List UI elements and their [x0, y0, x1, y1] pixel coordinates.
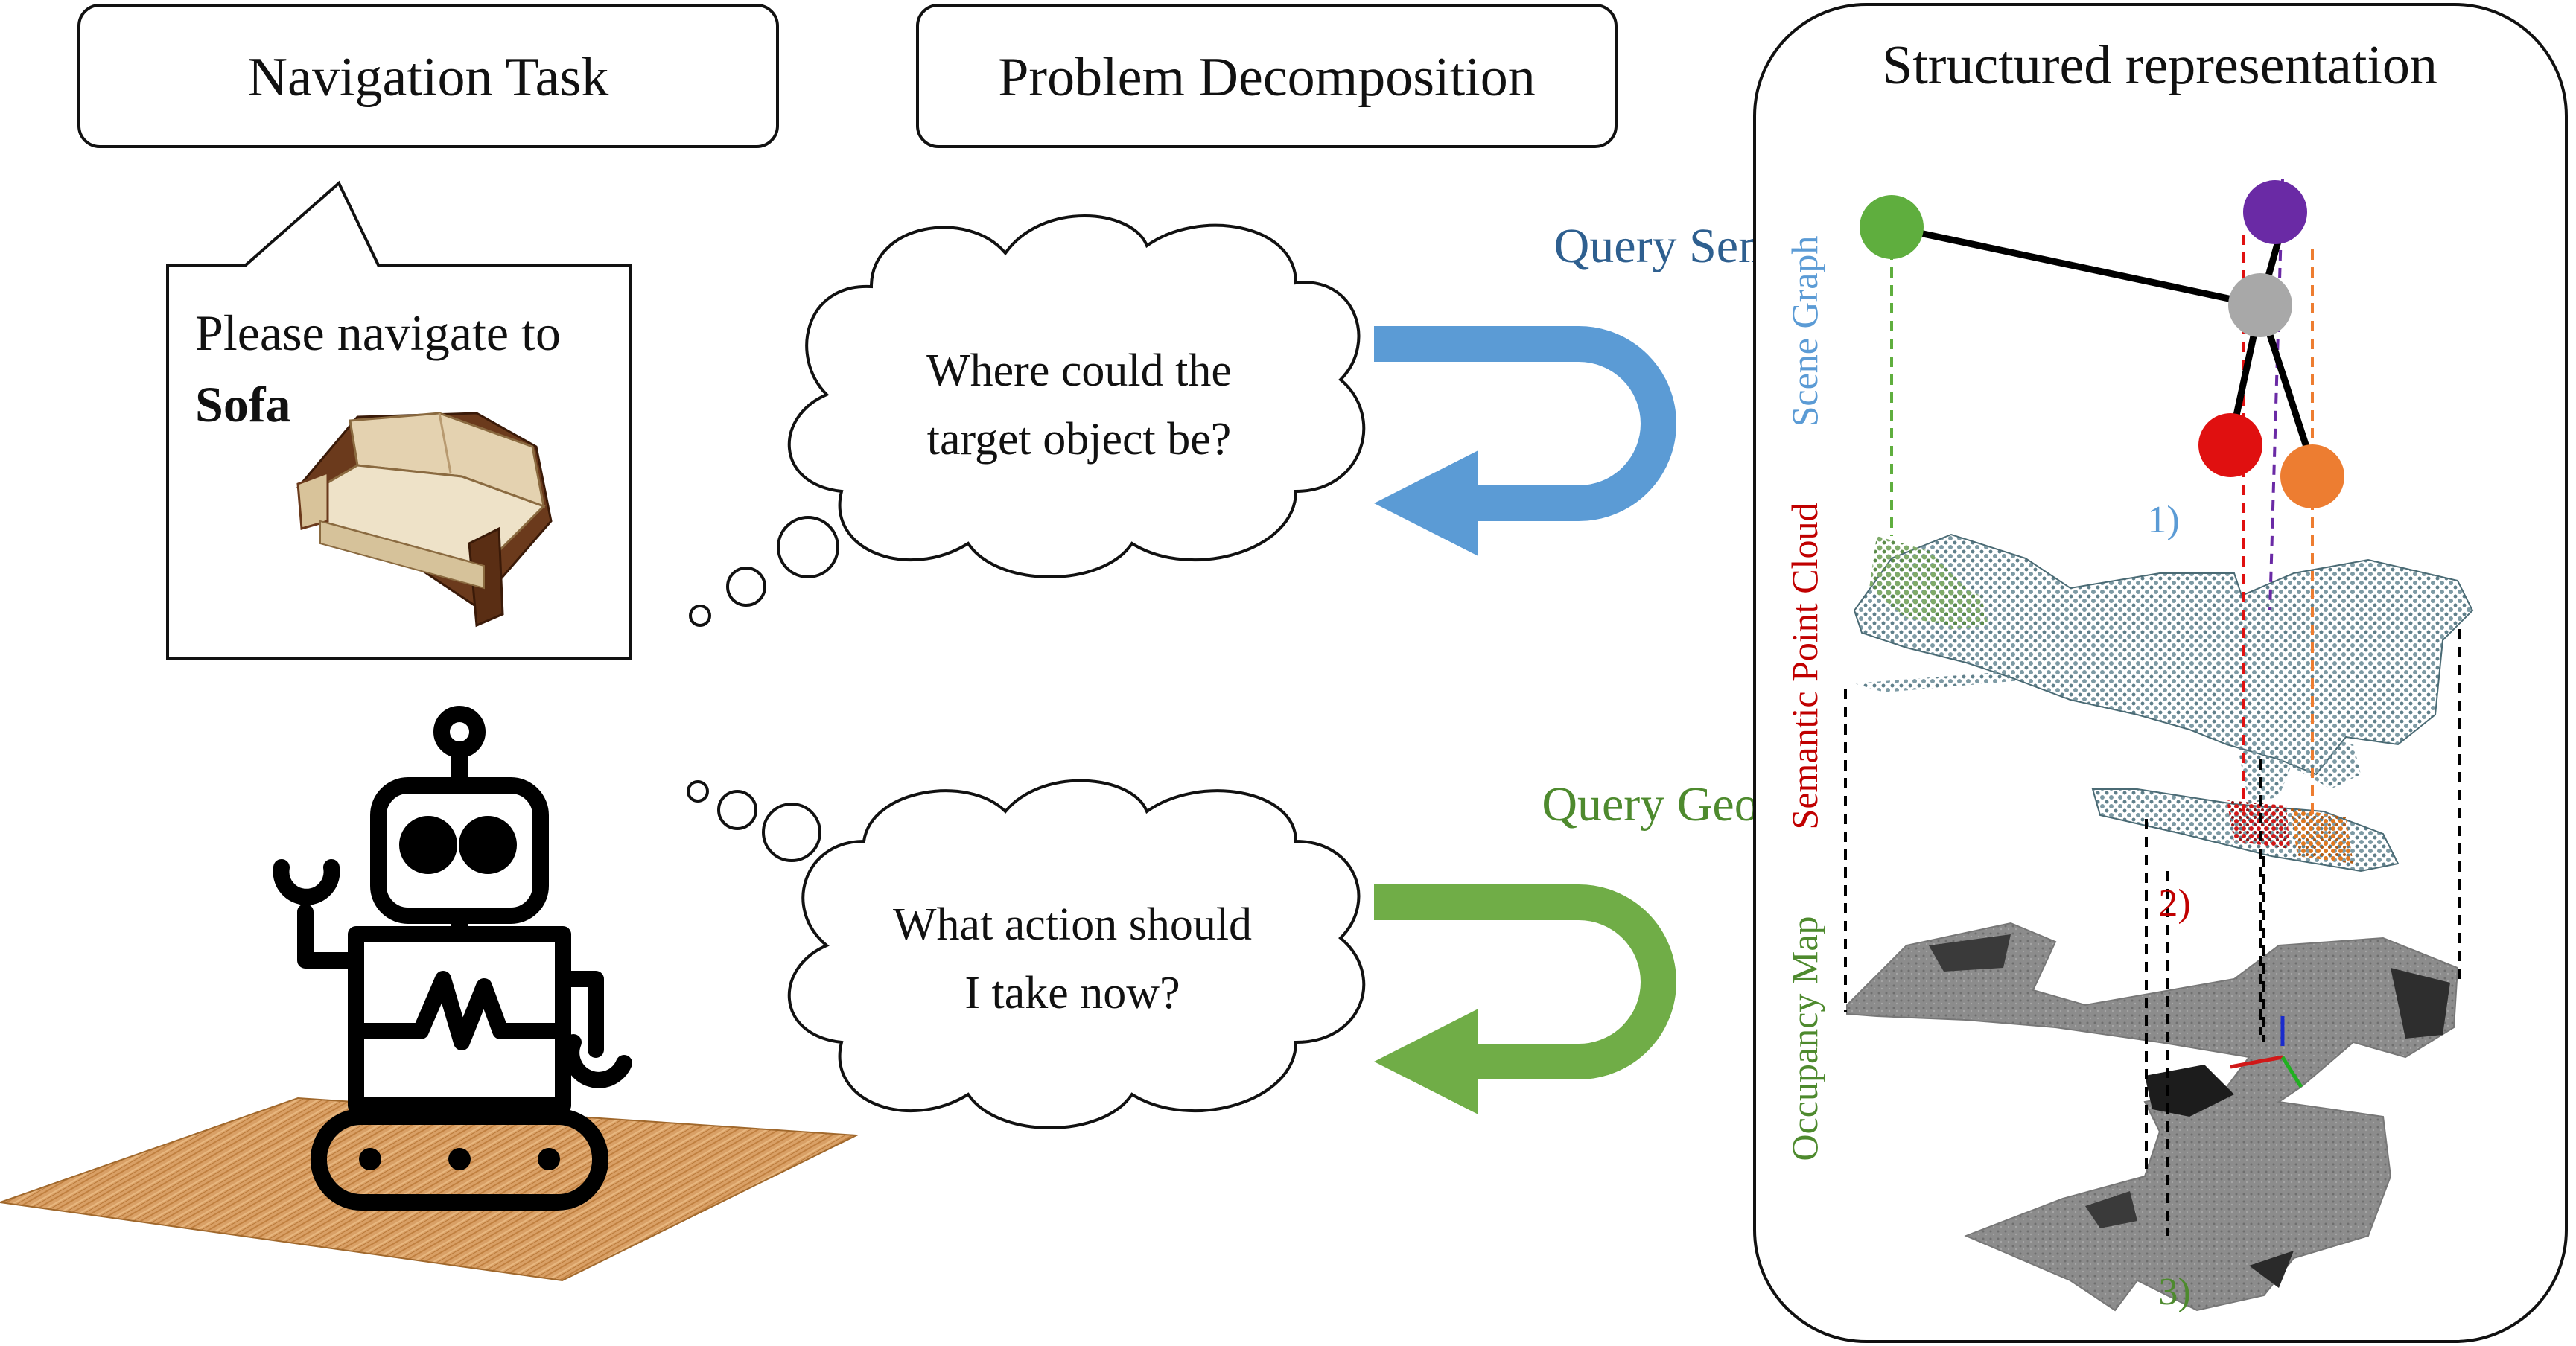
- occupancy-map-label: Occupancy Map: [1784, 916, 1825, 1161]
- step-three-label: 3): [2158, 1271, 2190, 1313]
- robot-icon: [273, 706, 632, 1211]
- wooden-floor: [0, 1097, 859, 1282]
- scene-graph-node-orange: [2280, 444, 2344, 508]
- semantics-question-line-1: Where could the: [926, 345, 1232, 396]
- problem-decomposition-label: Problem Decomposition: [998, 47, 1535, 108]
- scene-graph-node-green: [1860, 195, 1924, 259]
- navigation-task-label: Navigation Task: [248, 47, 609, 108]
- thought-cloud-geometry: [687, 779, 1366, 1129]
- semantic-point-cloud-label: Semantic Point Cloud: [1784, 503, 1825, 830]
- scene-graph-label: Scene Graph: [1784, 236, 1825, 427]
- step-one-label: 1): [2147, 499, 2179, 541]
- thought-cloud-semantics: [689, 214, 1366, 627]
- u-turn-arrow-icon-geometry: [1374, 884, 1676, 1114]
- geometry-question-line-1: What action should: [893, 899, 1252, 950]
- speech-target-object: Sofa: [195, 376, 290, 433]
- navigation-task-header: Navigation Task: [77, 4, 779, 148]
- scene-graph-node-red: [2198, 413, 2262, 477]
- scene-graph: [1860, 180, 2344, 508]
- semantics-question-line-2: target object be?: [927, 414, 1232, 465]
- scene-graph-node-purple: [2243, 180, 2307, 244]
- problem-decomposition-header: Problem Decomposition: [916, 4, 1618, 148]
- u-turn-arrow-icon: [1374, 326, 1676, 556]
- robot-wheels: [359, 1148, 560, 1170]
- scene-graph-node-gray: [2228, 273, 2292, 337]
- point-cloud: [1853, 533, 2474, 873]
- speech-line-1: Please navigate to: [195, 304, 561, 361]
- step-two-label: 2): [2158, 882, 2190, 925]
- structured-representation-label: Structured representation: [1882, 35, 2437, 96]
- geometry-question-line-2: I take now?: [964, 968, 1180, 1018]
- sofa-icon: [296, 412, 553, 628]
